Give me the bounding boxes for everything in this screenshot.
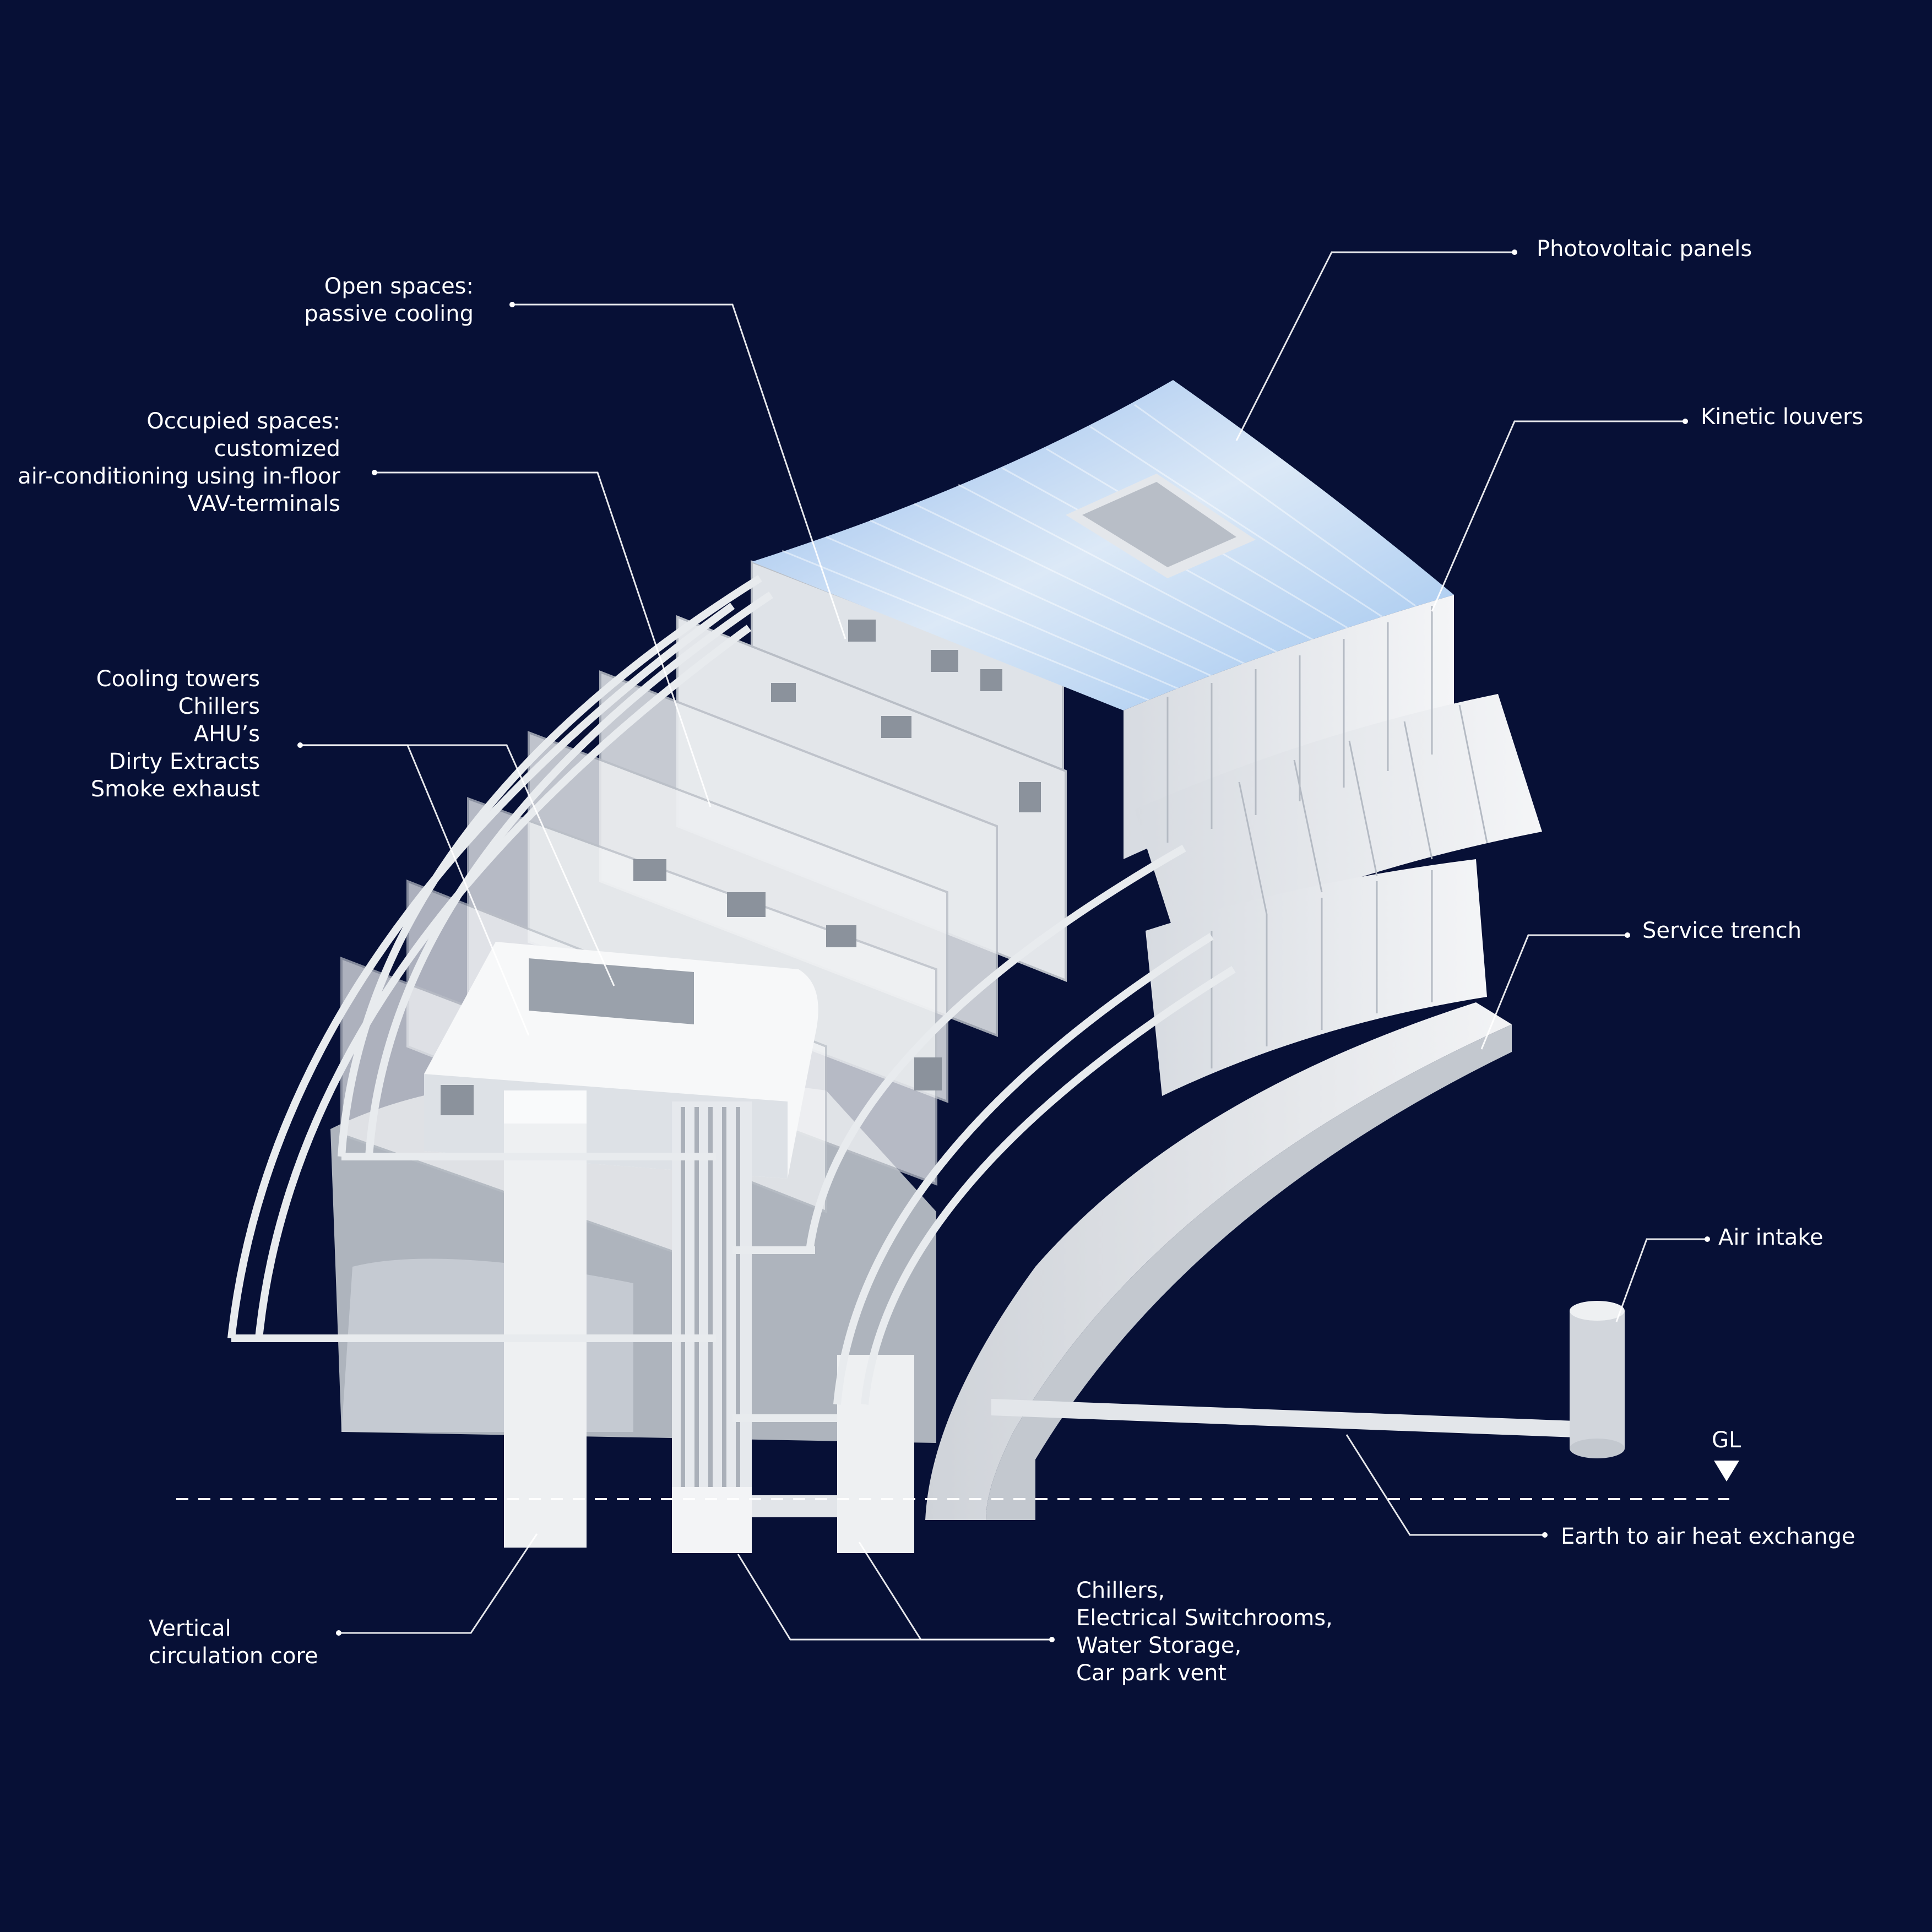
label-open-spaces: Open spaces:passive cooling xyxy=(304,273,474,328)
label-line: passive cooling xyxy=(304,301,474,327)
leader-dots xyxy=(297,249,1710,1642)
label-line: Kinetic louvers xyxy=(1701,404,1864,430)
roof-pv xyxy=(752,380,1454,710)
label-chillers-basement: Chillers,Electrical Switchrooms,Water St… xyxy=(1076,1577,1333,1687)
horizontal-ducts xyxy=(231,1153,837,1422)
label-earth-to-air-heat-exchange: Earth to air heat exchange xyxy=(1561,1523,1855,1550)
vertical-cores xyxy=(504,1090,914,1553)
label-line: circulation core xyxy=(149,1643,318,1669)
leader-lines xyxy=(300,251,1707,1641)
curved-ducts xyxy=(227,575,1236,1405)
label-line: Occupied spaces: xyxy=(146,409,340,434)
label-line: VAV-terminals xyxy=(188,491,340,517)
label-line: Electrical Switchrooms, xyxy=(1076,1605,1333,1631)
label-line: Earth to air heat exchange xyxy=(1561,1524,1855,1549)
label-photovoltaic-panels: Photovoltaic panels xyxy=(1537,235,1752,263)
label-line: AHU’s xyxy=(193,721,260,747)
label-line: Air intake xyxy=(1718,1225,1824,1250)
label-line: Water Storage, xyxy=(1076,1633,1242,1658)
label-line: Service trench xyxy=(1642,918,1802,943)
label-line: air-conditioning using in-floor xyxy=(18,464,340,489)
label-ground-level: GL xyxy=(1712,1426,1741,1454)
service-trench xyxy=(925,1002,1512,1520)
label-line: Chillers xyxy=(178,694,260,719)
label-line: Photovoltaic panels xyxy=(1537,236,1752,262)
label-line: Dirty Extracts xyxy=(108,749,260,774)
heat-exchange-pipe xyxy=(991,1301,1625,1458)
ground-level-marker xyxy=(1714,1461,1739,1481)
label-air-intake: Air intake xyxy=(1718,1224,1824,1251)
label-line: customized xyxy=(214,436,340,462)
label-line: Open spaces: xyxy=(324,274,474,299)
label-line: Car park vent xyxy=(1076,1660,1227,1686)
label-line: Cooling towers xyxy=(96,666,260,692)
label-kinetic-louvers: Kinetic louvers xyxy=(1701,403,1863,431)
louver-bands xyxy=(1124,595,1542,1096)
front-block xyxy=(424,942,818,1179)
label-line: Chillers, xyxy=(1076,1578,1165,1603)
label-line: Smoke exhaust xyxy=(90,777,260,802)
label-line: GL xyxy=(1712,1428,1741,1453)
label-service-trench: Service trench xyxy=(1642,917,1801,945)
label-line: Vertical xyxy=(149,1616,231,1641)
